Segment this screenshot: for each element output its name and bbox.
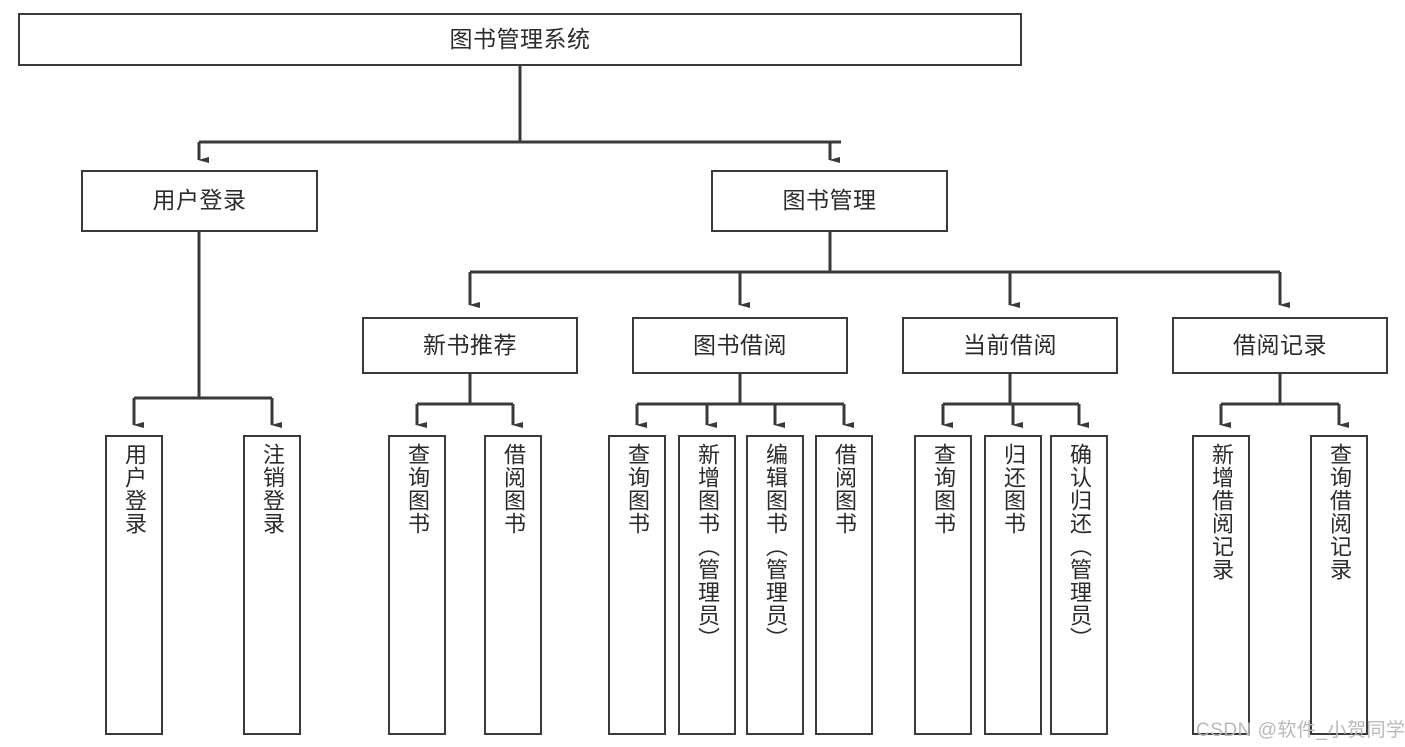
node-label: 借阅图书 [500,443,526,535]
node-label: 注销登录 [259,443,285,535]
leaf-node[interactable]: 查询借阅记录 [1310,435,1368,735]
leaf-node[interactable]: 确认归还（管理员） [1050,435,1108,735]
node-label: 图书管理系统 [449,25,591,52]
node-root-system[interactable]: 图书管理系统 [18,13,1022,66]
node-user-login[interactable]: 用户登录 [81,170,318,232]
node-label: 新增借阅记录 [1208,443,1234,581]
leaf-node[interactable]: 用户登录 [105,435,163,735]
node-new-book-recommend[interactable]: 新书推荐 [362,317,578,374]
leaf-node[interactable]: 查询图书 [608,435,666,735]
node-borrow-record[interactable]: 借阅记录 [1172,317,1388,374]
node-book-management[interactable]: 图书管理 [711,170,948,232]
watermark-text: CSDN @软件_小贺同学 [1196,720,1405,741]
node-current-borrow[interactable]: 当前借阅 [902,317,1118,374]
node-label: 新书推荐 [423,331,517,358]
leaf-node[interactable]: 新增借阅记录 [1192,435,1250,735]
leaf-node[interactable]: 编辑图书（管理员） [746,435,804,735]
leaf-node[interactable]: 借阅图书 [815,435,873,735]
node-label: 编辑图书（管理员） [762,443,788,650]
leaf-node[interactable]: 借阅图书 [484,435,542,735]
node-book-borrow[interactable]: 图书借阅 [632,317,848,374]
node-label: 查询图书 [930,443,956,535]
node-label: 借阅图书 [831,443,857,535]
node-label: 用户登录 [152,187,247,214]
node-label: 查询图书 [404,443,430,535]
node-label: 确认归还（管理员） [1066,443,1092,650]
node-label: 查询图书 [624,443,650,535]
leaf-node[interactable]: 新增图书（管理员） [678,435,736,735]
node-label: 图书借阅 [693,331,787,358]
leaf-node[interactable]: 查询图书 [914,435,972,735]
leaf-node[interactable]: 归还图书 [984,435,1042,735]
leaf-node[interactable]: 查询图书 [388,435,446,735]
leaf-node[interactable]: 注销登录 [243,435,301,735]
node-label: 图书管理 [782,187,877,214]
node-label: 用户登录 [121,443,147,535]
node-label: 查询借阅记录 [1326,443,1352,581]
node-label: 归还图书 [1000,443,1026,535]
node-label: 借阅记录 [1233,331,1327,358]
node-label: 新增图书（管理员） [694,443,720,650]
node-label: 当前借阅 [963,331,1057,358]
